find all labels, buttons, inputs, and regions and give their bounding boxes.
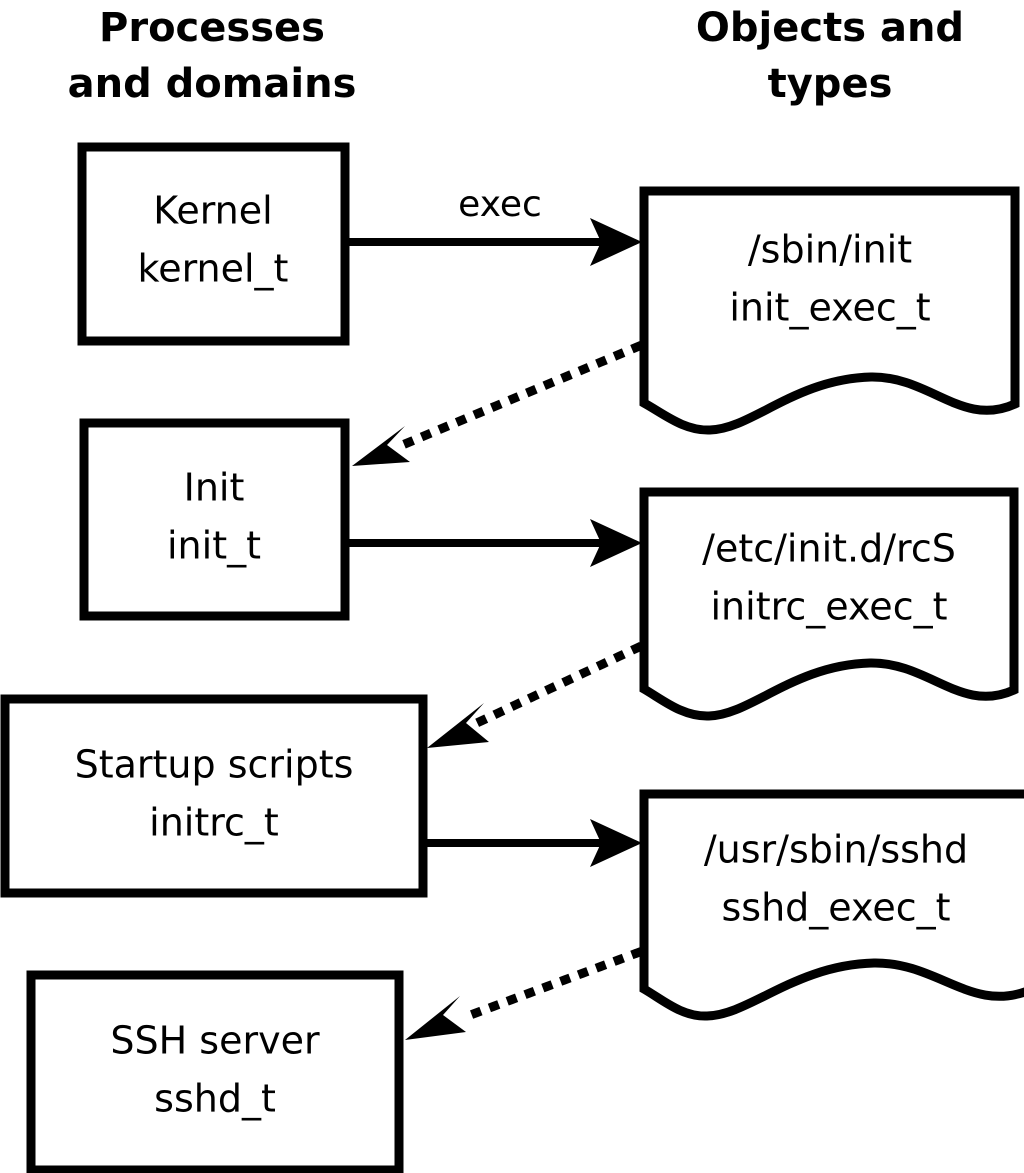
node-sshd-type: sshd_t xyxy=(154,1077,276,1121)
node-init_exec[interactable]: /sbin/init init_exec_t xyxy=(639,186,1020,435)
edge-initrc-exec-sshd_exec xyxy=(427,819,642,867)
column-header-objects: Objects and types xyxy=(696,5,964,107)
node-initrc[interactable]: Startup scripts initrc_t xyxy=(0,694,428,898)
node-initrc_exec[interactable]: /etc/init.d/rcS initrc_exec_t xyxy=(639,487,1019,721)
node-init-name: Init xyxy=(184,466,245,510)
edge-line-initrc_exec-transition xyxy=(473,642,643,728)
column-header-processes: Processes and domains xyxy=(68,5,357,107)
node-kernel-name: Kernel xyxy=(153,189,272,233)
arrowhead-init_exec-transition xyxy=(352,426,410,466)
node-initrc-name: Startup scripts xyxy=(75,743,354,787)
node-sshd-box[interactable] xyxy=(26,970,404,1173)
column-header-processes-line1: Processes xyxy=(99,5,325,51)
arrowhead-kernel-exec xyxy=(590,218,642,266)
node-sshd_exec-document[interactable] xyxy=(639,789,1024,1021)
node-initrc_exec-document[interactable] xyxy=(639,487,1019,721)
edge-initrc_exec-transition-initrc xyxy=(427,642,643,748)
edge-line-sshd_exec-transition xyxy=(459,947,643,1023)
edge-line-init_exec-transition xyxy=(394,341,643,452)
arrowhead-initrc-exec xyxy=(590,819,642,867)
edge-sshd_exec-transition-sshd xyxy=(405,947,643,1040)
node-initrc-type: initrc_t xyxy=(149,801,279,845)
node-kernel-box[interactable] xyxy=(77,142,350,346)
node-sshd_exec-path: /usr/sbin/sshd xyxy=(704,828,968,872)
node-init-box[interactable] xyxy=(79,418,350,621)
node-kernel[interactable]: Kernel kernel_t xyxy=(77,142,350,346)
edge-kernel-exec-init_exec: exec xyxy=(348,184,642,266)
arrowhead-init-exec xyxy=(590,519,642,567)
arrowhead-sshd_exec-transition xyxy=(405,996,466,1040)
column-header-objects-line1: Objects and xyxy=(696,5,964,51)
edge-label-exec: exec xyxy=(458,184,542,225)
node-initrc_exec-type: initrc_exec_t xyxy=(711,585,948,629)
arrowhead-initrc_exec-transition xyxy=(427,703,489,748)
node-init_exec-document[interactable] xyxy=(639,186,1020,435)
node-sshd[interactable]: SSH server sshd_t xyxy=(26,970,404,1173)
node-sshd-name: SSH server xyxy=(110,1019,320,1063)
edge-init_exec-transition-init xyxy=(352,341,643,466)
node-init[interactable]: Init init_t xyxy=(79,418,350,621)
column-header-objects-line2: types xyxy=(768,61,893,107)
node-initrc-box[interactable] xyxy=(0,694,428,898)
node-initrc_exec-path: /etc/init.d/rcS xyxy=(702,527,956,571)
node-sshd_exec-type: sshd_exec_t xyxy=(721,886,950,930)
node-init_exec-path: /sbin/init xyxy=(748,228,912,272)
node-kernel-type: kernel_t xyxy=(138,247,289,291)
column-header-processes-line2: and domains xyxy=(68,61,357,107)
node-init-type: init_t xyxy=(167,524,261,568)
edge-init-exec-initrc_exec xyxy=(348,519,642,567)
node-sshd_exec[interactable]: /usr/sbin/sshd sshd_exec_t xyxy=(639,789,1024,1021)
node-init_exec-type: init_exec_t xyxy=(729,286,930,330)
